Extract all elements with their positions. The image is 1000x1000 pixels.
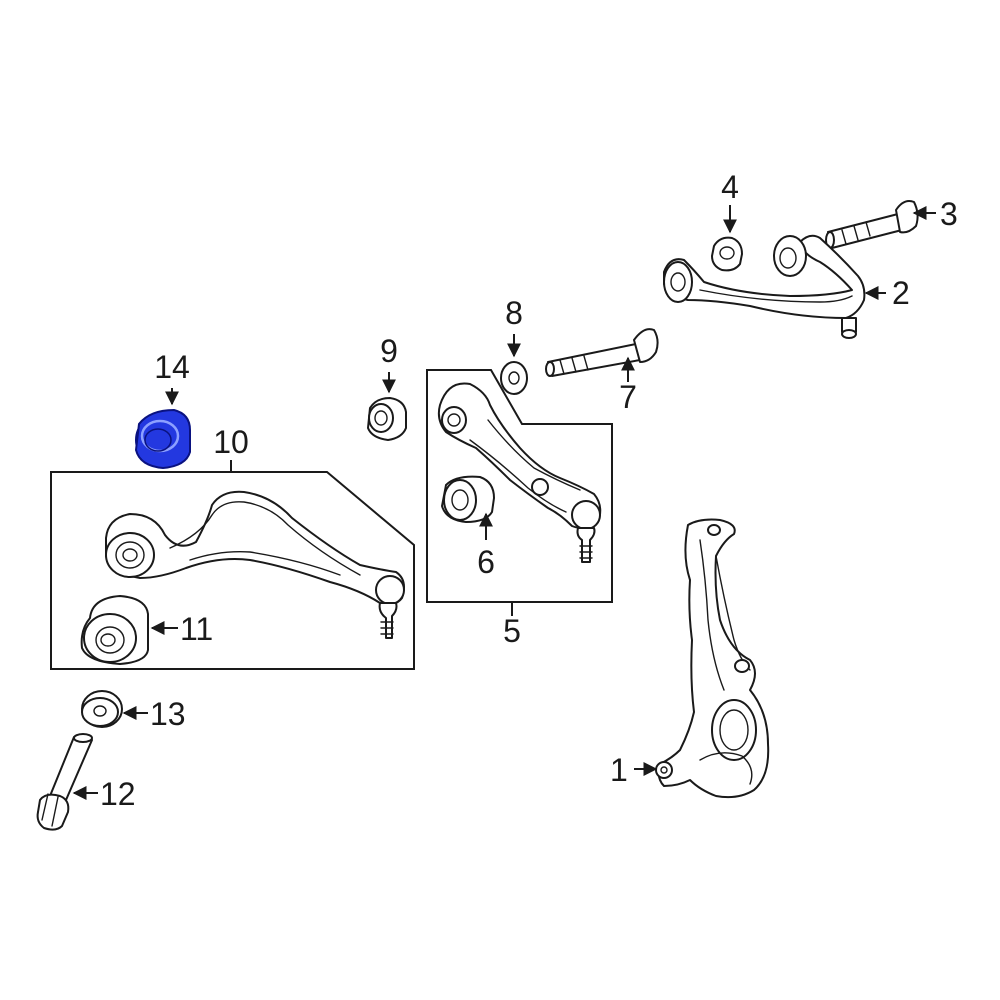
callout-2: 2 bbox=[892, 275, 910, 311]
rear-lower-arm-frame bbox=[426, 369, 613, 603]
callout-9: 9 bbox=[380, 333, 398, 369]
steering-knuckle-1[interactable] bbox=[655, 518, 770, 799]
nut-9[interactable] bbox=[367, 397, 407, 441]
callout-7: 7 bbox=[619, 379, 637, 415]
callout-3: 3 bbox=[940, 196, 958, 232]
callout-14: 14 bbox=[154, 349, 190, 385]
callout-4: 4 bbox=[721, 169, 739, 205]
callout-13: 13 bbox=[150, 696, 186, 732]
washer-13[interactable] bbox=[81, 690, 123, 728]
callout-6: 6 bbox=[477, 544, 495, 580]
bolt-3[interactable] bbox=[825, 200, 919, 249]
callout-8: 8 bbox=[505, 295, 523, 331]
callout-10: 10 bbox=[213, 424, 249, 460]
washer-8[interactable] bbox=[500, 361, 528, 395]
callout-5: 5 bbox=[503, 613, 521, 649]
callout-12: 12 bbox=[100, 776, 136, 812]
lower-control-arm-10[interactable] bbox=[105, 490, 405, 639]
lower-control-arm-frame bbox=[50, 471, 415, 670]
leader-lines bbox=[72, 205, 936, 800]
bushing-6[interactable] bbox=[441, 475, 495, 523]
callout-1: 1 bbox=[610, 752, 628, 788]
bushing-11[interactable] bbox=[80, 595, 149, 665]
bolt-12[interactable] bbox=[36, 733, 93, 831]
nut-4[interactable] bbox=[711, 236, 743, 272]
bolt-7[interactable] bbox=[545, 328, 659, 377]
bushing-14-highlighted[interactable] bbox=[134, 408, 191, 470]
rear-lower-arm-5[interactable] bbox=[437, 382, 602, 563]
callout-11: 11 bbox=[180, 611, 213, 647]
upper-control-arm-2[interactable] bbox=[663, 234, 866, 339]
